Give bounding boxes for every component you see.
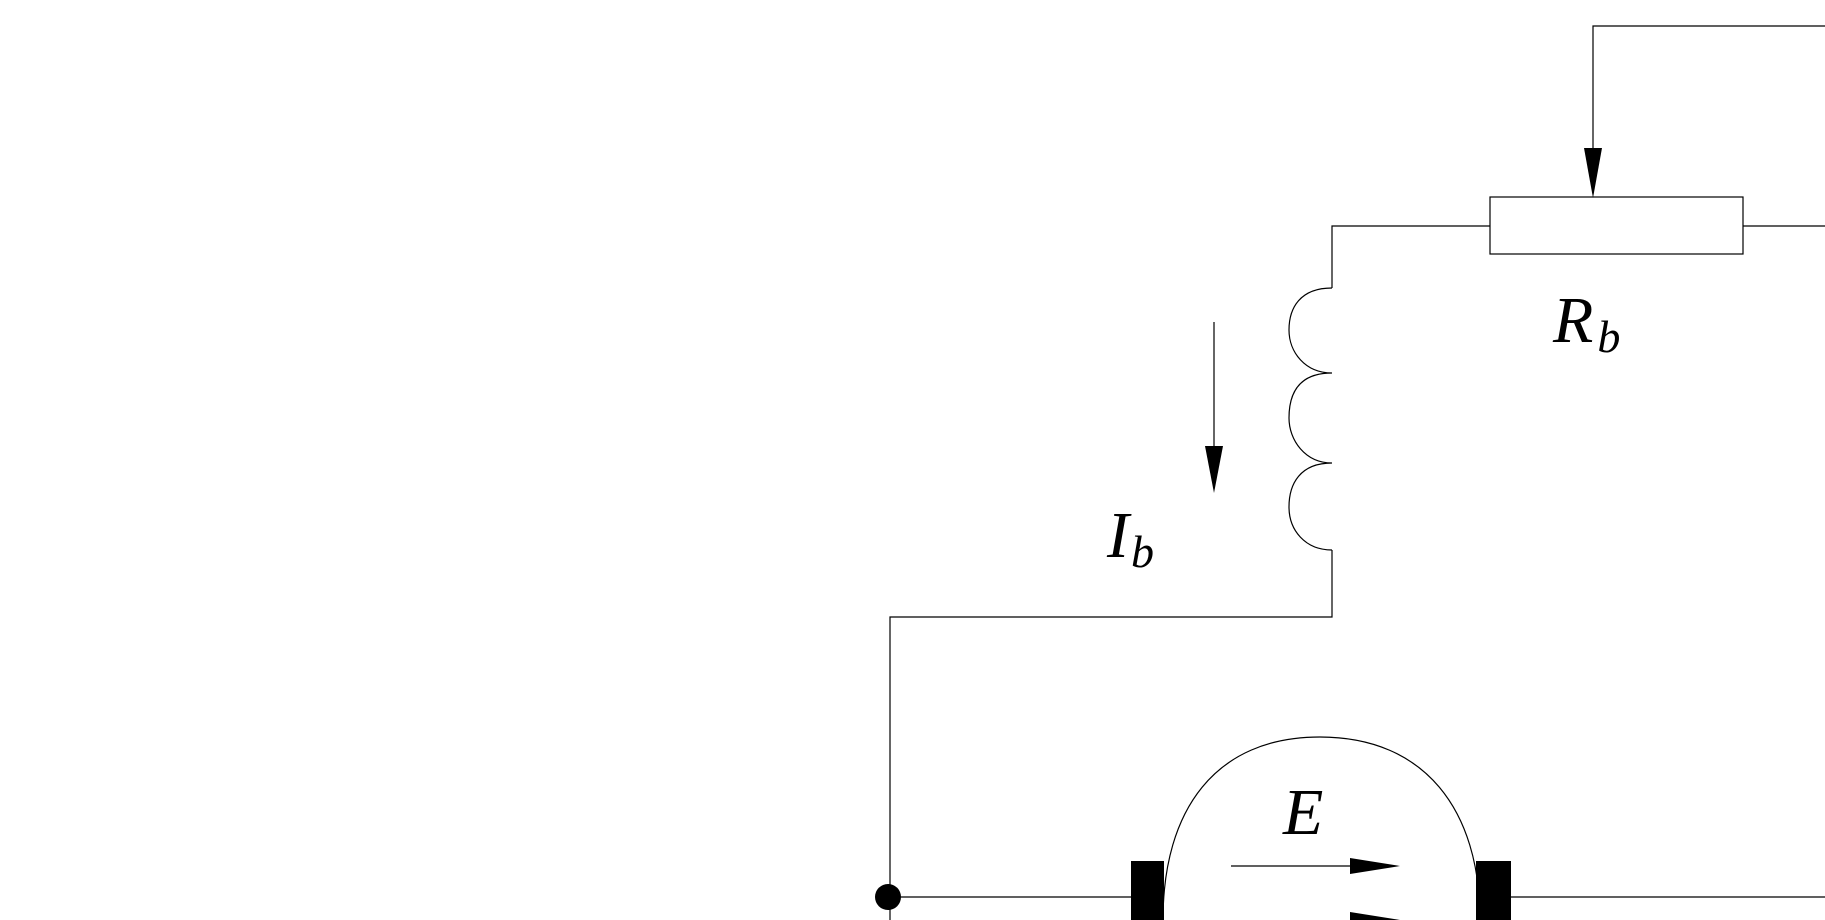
armature-circle <box>1162 736 1481 920</box>
wiper-feed-wire <box>1592 25 1825 150</box>
field-winding-coil <box>1288 287 1333 551</box>
current-arrow-icon <box>1205 446 1223 493</box>
armature-arrow-icon <box>1350 912 1400 920</box>
emf-arrow-icon <box>1350 858 1400 874</box>
terminal-node <box>875 884 901 910</box>
resistor-label: Rb <box>1552 284 1620 362</box>
wiper-arrow-icon <box>1584 148 1602 198</box>
left-brush <box>1131 861 1164 920</box>
emf-label: E <box>1282 776 1323 849</box>
right-brush <box>1476 861 1511 920</box>
field-return-wire <box>889 550 1333 920</box>
current-label: Ib <box>1106 499 1154 577</box>
resistor-left-wire <box>1331 225 1490 288</box>
field-resistor <box>1489 196 1744 255</box>
